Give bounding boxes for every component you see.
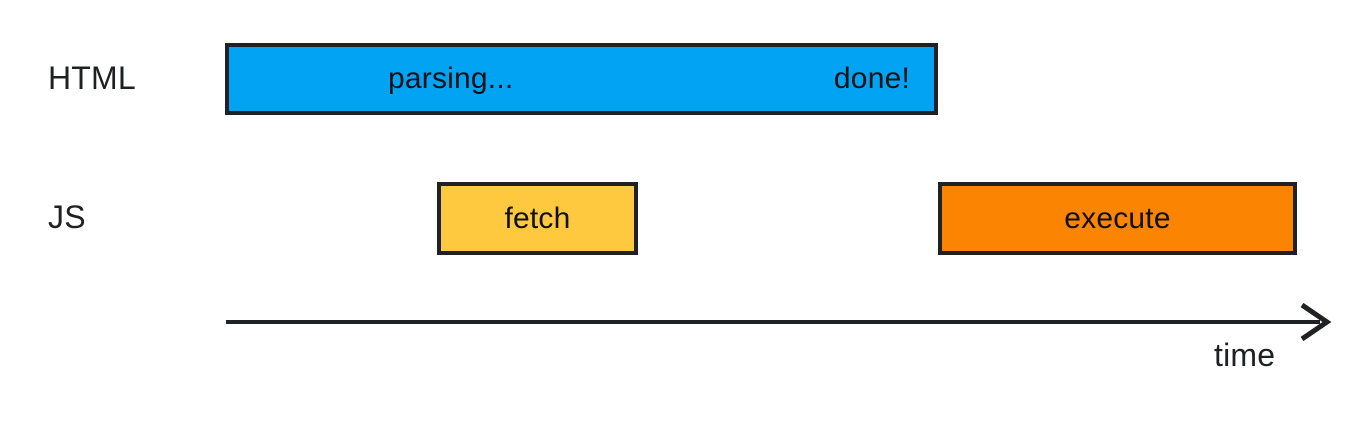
row-label-js: JS (48, 199, 86, 235)
row-label-html: HTML (48, 60, 136, 96)
bar-label-fetch: fetch (504, 201, 571, 235)
bar-label-done: done! (833, 62, 910, 95)
bar-js-execute: execute (938, 182, 1297, 255)
bar-js-fetch: fetch (437, 182, 638, 255)
bar-html-parsing: parsing... done! (225, 43, 938, 115)
bar-label-parsing: parsing... (388, 62, 514, 95)
bar-label-execute: execute (1064, 201, 1171, 235)
time-axis-arrowhead (1300, 302, 1332, 342)
time-axis-label: time (1214, 337, 1276, 373)
time-axis-arrow-icon (226, 302, 1332, 342)
